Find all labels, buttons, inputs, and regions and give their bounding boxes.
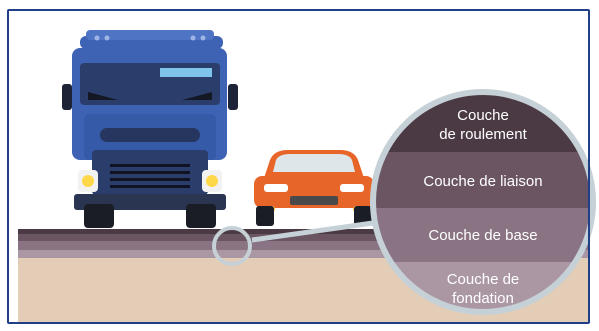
layer-label-base: Couche de base xyxy=(428,227,538,244)
layer-label-roulement: Couche de roulement xyxy=(439,107,527,143)
magnifier-icon xyxy=(212,219,381,266)
truck-icon xyxy=(62,30,238,228)
road-layer-liaison xyxy=(18,234,590,241)
magnifier-ring xyxy=(370,89,596,315)
layer-label-fondation: Couche de fondation xyxy=(446,271,520,307)
car-icon xyxy=(254,150,374,226)
layer-label-liaison: Couche de liaison xyxy=(423,173,543,190)
road-layer-fondation xyxy=(18,250,590,258)
frame-border xyxy=(7,9,590,324)
road-layer-base xyxy=(18,241,590,250)
